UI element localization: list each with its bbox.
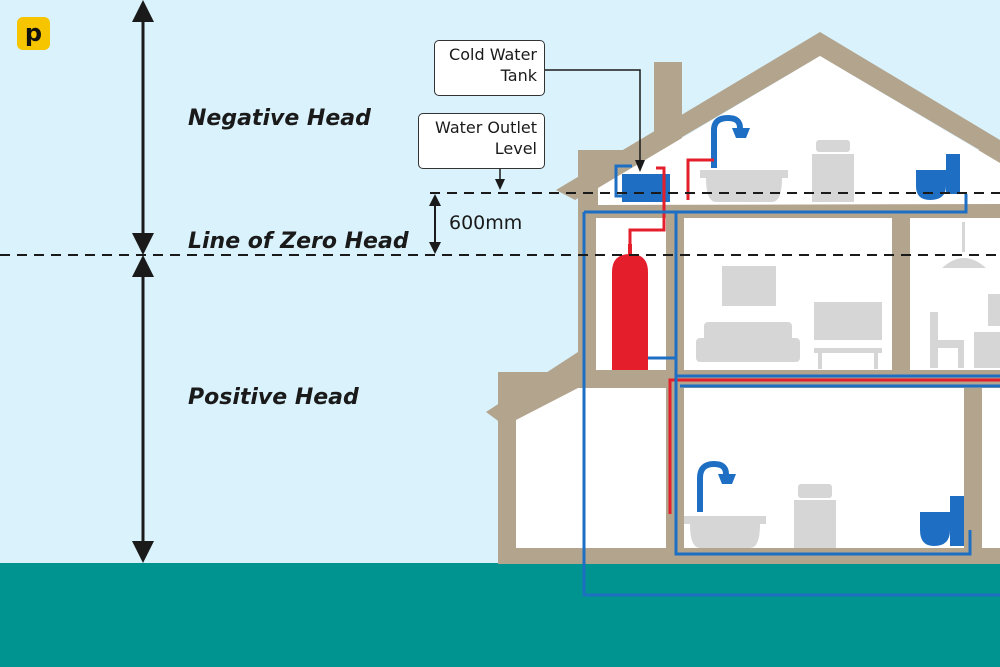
chair-icon [930, 312, 964, 368]
lower-toilet-icon [920, 496, 964, 546]
wall-art-icon [988, 294, 1000, 326]
table-icon [974, 332, 1000, 368]
lower-room-right [982, 388, 1000, 548]
ground [0, 563, 1000, 667]
picture-frame-icon [722, 266, 776, 306]
bathtub-icon [700, 170, 788, 202]
lamp-icon [942, 222, 986, 268]
shower-icon [711, 114, 743, 168]
dimension-label: 600mm [449, 212, 523, 234]
callout-line: Level [494, 139, 537, 158]
tank-leader-arrow [635, 160, 645, 172]
shower-head [732, 128, 750, 138]
cold-water-tank [622, 174, 670, 202]
hot-water-pipes [628, 158, 1000, 514]
dimension-arrow [429, 194, 441, 254]
negative-head-label: Negative Head [188, 106, 371, 131]
tv-icon [814, 302, 882, 369]
lower-shower-icon [697, 460, 729, 512]
logo-icon: p [17, 17, 50, 50]
attic-room [598, 56, 1000, 205]
callout-line: Cold Water [449, 45, 537, 64]
sofa-icon [696, 322, 800, 362]
lower-shower-head [718, 474, 736, 484]
positive-head-label: Positive Head [188, 385, 359, 410]
upper-roof [556, 32, 1000, 200]
cold-water-pipes [582, 164, 1000, 597]
water-heater-icon [612, 244, 648, 370]
outlet-leader-arrow [495, 179, 505, 190]
callout-line: Tank [500, 66, 537, 85]
lower-bathtub-icon [684, 516, 766, 548]
tank-leader-line [544, 69, 641, 162]
lower-washing-machine-icon [794, 484, 836, 548]
callout-line: Water Outlet [435, 118, 537, 137]
water-outlet-level-callout: Water Outlet Level [418, 113, 545, 169]
zero-head-label: Line of Zero Head [188, 229, 409, 254]
positive-head-arrow [132, 255, 154, 563]
lower-room-left [516, 388, 666, 548]
negative-head-arrow [132, 0, 154, 255]
cold-water-tank-callout: Cold Water Tank [434, 40, 545, 96]
